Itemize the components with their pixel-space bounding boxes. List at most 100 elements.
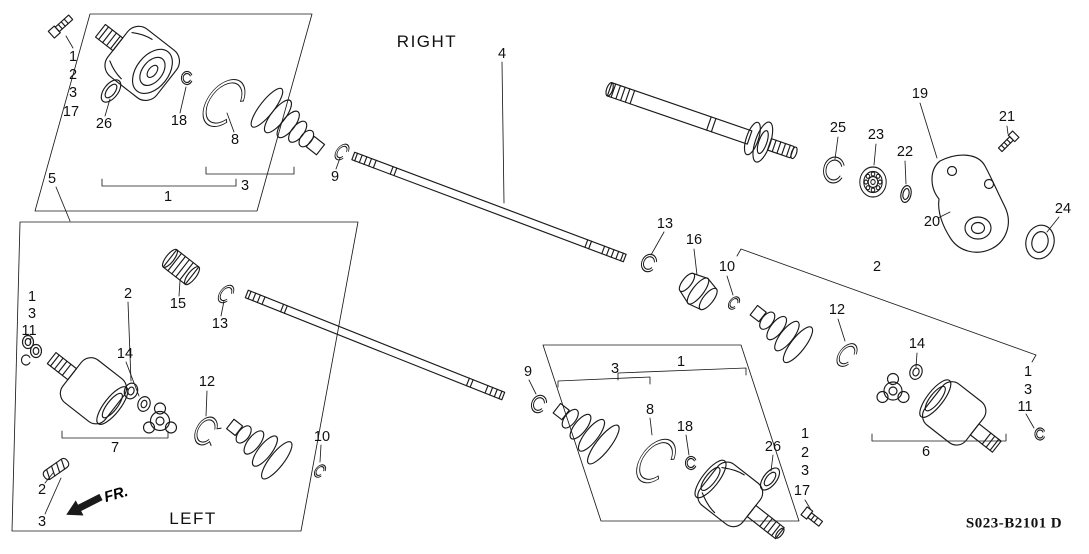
part-number-label: 2 (123, 285, 133, 302)
inboard-joint-housing-left (46, 352, 129, 425)
part-number-label: 17 (62, 103, 80, 120)
part-number-label: 18 (170, 112, 188, 129)
leader-lines (29, 35, 1060, 515)
circlip-11-right (1034, 427, 1045, 441)
part-number-label: 6 (921, 443, 931, 460)
snap-ring-25 (823, 156, 845, 184)
part-number-label: 4 (497, 45, 507, 62)
part-number-label: 1 (676, 353, 686, 370)
fr-direction-arrow (66, 493, 103, 516)
part-number-label: 12 (828, 301, 846, 318)
part-number-label: 3 (1023, 381, 1033, 398)
outboard-joint-housing-right (94, 23, 181, 102)
boot-clamp-8-right (202, 79, 246, 127)
part-number-label: 14 (908, 335, 926, 352)
intermediate-shaft-assembly (605, 82, 1055, 260)
part-number-label: 18 (676, 418, 694, 435)
part-number-label: 24 (1054, 200, 1072, 217)
boot-clamp-13-left (217, 284, 235, 304)
part-number-label: 2 (68, 66, 78, 83)
left-driveshaft-assembly (20, 248, 824, 540)
snap-ring-18-left (684, 455, 697, 471)
snap-ring-18-right (180, 70, 193, 86)
part-number-label: 23 (867, 126, 885, 143)
set-ring-15 (161, 248, 201, 286)
boot-clamp-12-left (194, 416, 222, 447)
washer-14-right (909, 364, 923, 380)
boot-clamp-9-right (334, 143, 350, 161)
part-number-label: 13 (656, 215, 674, 232)
cv-boot-outer-left (552, 402, 620, 465)
inboard-joint-housing-right (919, 379, 1002, 453)
outboard-joint-housing-left (694, 459, 785, 540)
right-driveshaft-assembly (47, 14, 1045, 453)
part-number-label: 2 (800, 444, 810, 461)
left-section-label: LEFT (169, 509, 217, 528)
part-number-label: 3 (240, 177, 250, 194)
ring-26-right (100, 79, 122, 103)
axle-shaft-right (351, 151, 627, 263)
part-number-label: 26 (764, 438, 782, 455)
right-section-label: RIGHT (396, 32, 458, 51)
boot-clamp-12-right (836, 343, 858, 367)
part-number-label: 15 (169, 295, 187, 312)
diagram-code-suffix: D (1050, 515, 1063, 532)
part-number-label: 5 (47, 170, 57, 187)
washer-2-left (123, 382, 139, 400)
bracket-bolt-21 (997, 130, 1020, 153)
boot-clamp-10-left (313, 464, 327, 478)
part-number-label: 16 (685, 231, 703, 248)
part-number-label: 1 (27, 288, 37, 305)
spindle-bolt-left (800, 506, 824, 527)
spider-joint-right (876, 372, 910, 404)
part-number-label: 3 (800, 462, 810, 479)
ring-26-left (759, 467, 781, 491)
part-number-label: 1 (68, 48, 78, 65)
ring-22 (900, 185, 912, 203)
part-number-label: 1 (163, 188, 173, 205)
part-number-label: 12 (198, 373, 216, 390)
cv-boot-outer-right (250, 87, 326, 156)
ball-bearing-23 (859, 166, 887, 198)
cv-boot-inner-left (225, 418, 293, 480)
part-number-label: 11 (21, 322, 37, 339)
boot-clamp-8-left (636, 438, 676, 484)
part-number-label: 11 (1017, 398, 1033, 415)
part-number-label: 3 (68, 84, 78, 101)
part-number-label: 1 (800, 425, 810, 442)
spider-joint-left (142, 402, 178, 434)
washer-14-left (137, 396, 151, 412)
bearing-bracket-20 (931, 154, 1009, 253)
dynamic-damper-16 (678, 272, 718, 311)
part-number-label: 9 (330, 168, 340, 185)
part-number-label: 1 (1023, 363, 1033, 380)
spring-pin (42, 457, 70, 481)
part-number-label: 17 (793, 482, 811, 499)
part-number-label: 8 (230, 131, 240, 148)
part-number-label: 14 (116, 345, 134, 362)
boot-clamp-10-right (727, 296, 741, 310)
spindle-bolt-right (47, 14, 74, 39)
part-number-label: 9 (523, 363, 533, 380)
part-number-label: 3 (27, 305, 37, 322)
part-number-label: 22 (896, 143, 914, 160)
part-number-label: 2 (872, 258, 882, 275)
part-number-label: 26 (95, 115, 113, 132)
part-number-label: 13 (211, 315, 229, 332)
part-number-label: 25 (829, 119, 847, 136)
spring-clip-13-right (640, 253, 658, 273)
part-number-label: 8 (645, 401, 655, 418)
diagram-code-text: S023-B2101 (965, 515, 1047, 532)
mount-ring-24 (1025, 224, 1055, 260)
assembly-guide-boxes (11, 13, 800, 532)
part-number-label: 3 (610, 360, 620, 377)
part-number-label: 3 (37, 513, 47, 530)
spring-clip-9-left (530, 394, 548, 414)
cv-boot-inner-right (749, 304, 814, 364)
part-number-label: 10 (718, 258, 736, 275)
part-number-label: 10 (313, 428, 331, 445)
intermediate-shaft (605, 82, 798, 163)
